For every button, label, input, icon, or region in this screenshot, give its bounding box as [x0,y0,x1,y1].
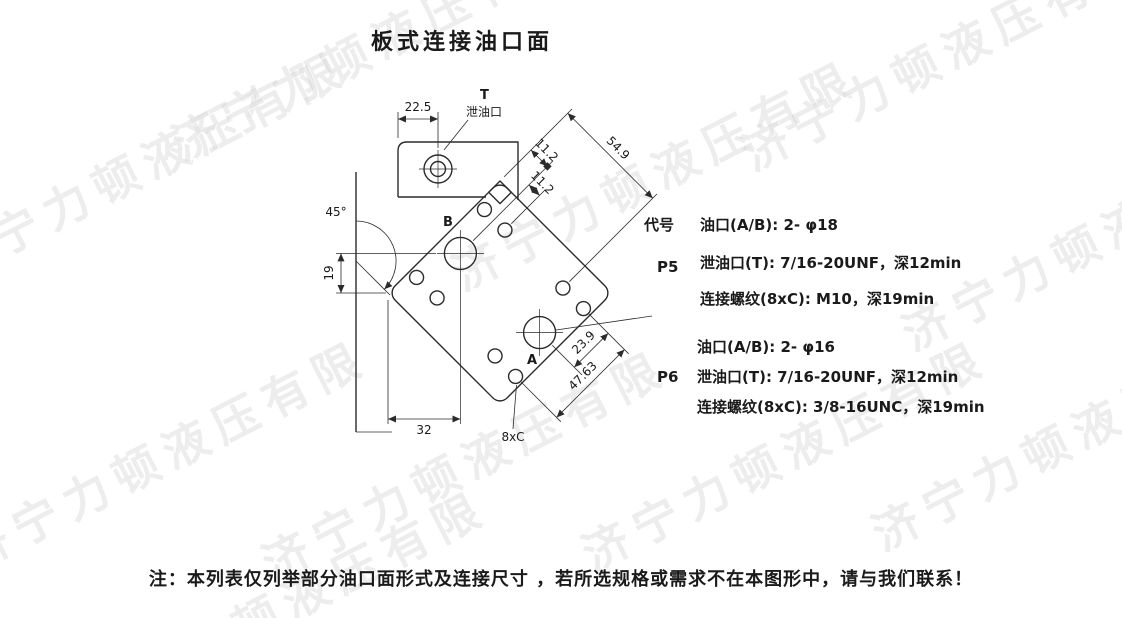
extension-line [569,193,658,282]
dim-19: 19 [322,252,436,294]
corner-notch [487,180,513,205]
bolt-callout: 8xC [501,384,525,444]
bolt-hole-circle [497,222,513,238]
spec-p5-drain: 泄油口(T): 7/16-20UNF，深12min [700,254,962,272]
dimension-line [567,112,654,199]
rotation-construction-line [355,260,391,296]
bolt-hole-circle [408,269,425,286]
port-b-circle [443,236,478,271]
spec-p5-port: 油口(A/B): 2- φ18 [700,216,838,234]
boss-outline [397,141,519,200]
extension-line [472,160,554,241]
dim-top-width: 22.5 [405,100,432,114]
dimension-line [556,349,625,418]
spec-leader-line [555,315,653,331]
dim-offset-a: 11.2 [532,136,561,165]
drain-port-label: 泄油口 [466,105,502,119]
bolt-hole-circle [555,280,571,296]
dim-32: 32 [387,300,461,437]
dimension-line [528,184,540,196]
extension-line [503,108,573,178]
dim-22-5: 22.5 [397,100,439,148]
spec-code-p5: P5 [657,258,679,276]
drain-labels: T 泄油口 [443,88,502,151]
spec-code-header: 代号 [644,216,675,234]
spec-p6-port: 油口(A/B): 2- φ16 [697,338,835,356]
angle-arc [355,220,397,290]
bolt-hole-circle [487,348,503,364]
bolt-holes-label: 8xC [501,430,524,444]
page-title: 板式连接油口面 [371,30,554,55]
extension-line [511,189,546,224]
port-a-label: A [527,353,537,368]
dim-angle-45: 45° [325,205,346,219]
dimension-line [530,149,548,167]
drain-boss [397,141,519,200]
bolt-hole-circle [429,290,445,306]
bolt-leader-line [512,384,517,430]
bolt-hole-circle [476,201,493,218]
port-t-label: T [480,88,489,103]
port-a-circle [522,315,557,350]
dim-chain-top: 11.2 11.2 54.9 [472,108,658,282]
port-centerlines [437,230,563,424]
phantom-outline: 45° [325,172,397,433]
port-b-label: B [443,215,453,230]
dim-diagonal: 54.9 [604,134,633,163]
dim-bottom-width: 32 [416,423,431,437]
spec-p5-thread: 连接螺纹(8xC): M10，深19min [700,290,935,308]
extension-line [588,313,629,355]
bolt-hole-circle [507,368,524,385]
footer-note: 注：本列表仅列举部分油口面形式及连接尺寸 ，若所选规格或需求不在本图形中，请与我… [148,569,974,590]
spec-code-p6: P6 [657,368,679,386]
extension-line [520,381,562,422]
drain-leader-line [443,119,469,151]
spec-p6-thread: 连接螺纹(8xC): 3/8-16UNC，深19min [697,398,985,416]
spec-p6-drain: 泄油口(T): 7/16-20UNF，深12min [697,368,959,386]
bolt-hole-circle [575,300,592,317]
dim-left-height: 19 [322,265,336,280]
